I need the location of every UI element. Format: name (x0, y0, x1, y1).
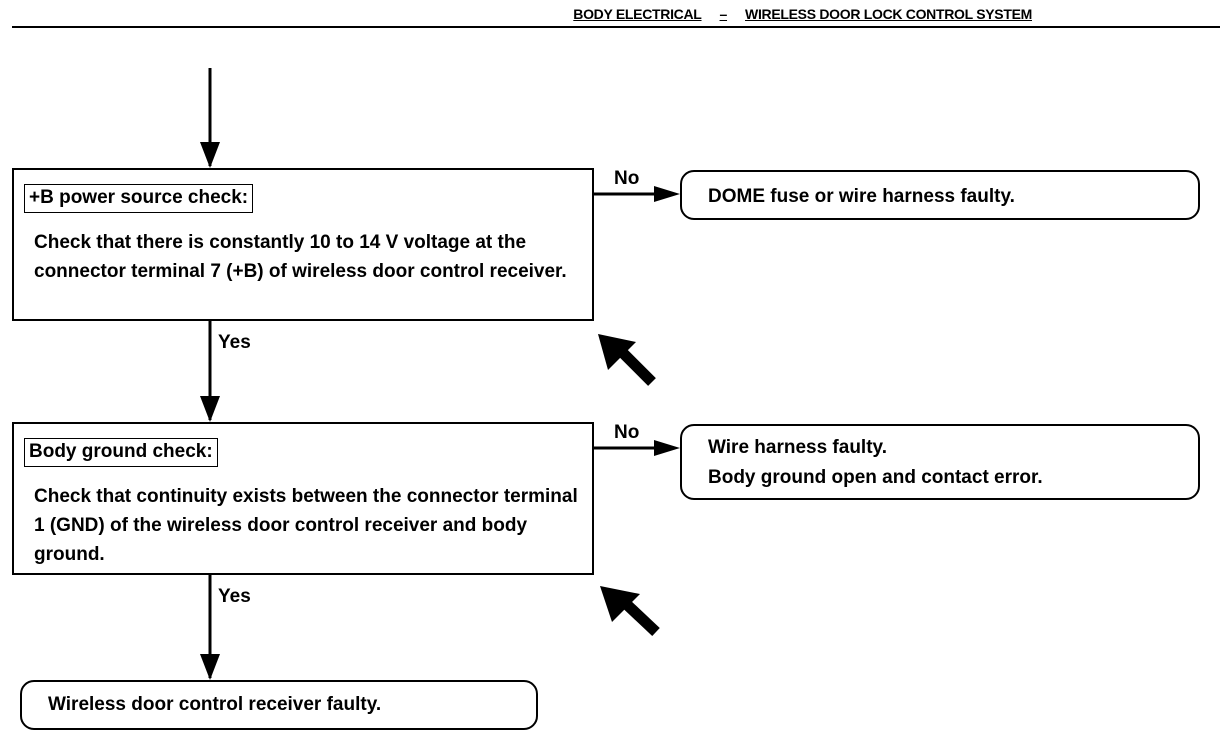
header-section: BODY ELECTRICAL (573, 6, 702, 22)
power-source-check-box: +B power source check: Check that there … (12, 168, 594, 321)
power-source-check-title: +B power source check: (24, 184, 254, 213)
result-line: Wireless door control receiver faulty. (48, 694, 382, 715)
body-ground-check-box: Body ground check: Check that continuity… (12, 422, 594, 575)
yes-label-2: Yes (218, 586, 251, 607)
entry-arrowhead (200, 142, 220, 168)
header-system: WIRELESS DOOR LOCK CONTROL SYSTEM (745, 6, 1032, 22)
result-line: DOME fuse or wire harness faulty. (708, 186, 1015, 207)
header-title: BODY ELECTRICAL – WIRELESS DOOR LOCK CONTR… (573, 6, 1032, 22)
body-ground-check-title: Body ground check: (24, 438, 218, 467)
no-label-1: No (614, 168, 640, 189)
dome-fuse-result-box: DOME fuse or wire harness faulty. (680, 170, 1200, 220)
no-arrowhead-1 (654, 186, 680, 202)
wire-harness-result-box: Wire harness faulty. Body ground open an… (680, 424, 1200, 500)
receiver-faulty-result-box: Wireless door control receiver faulty. (20, 680, 538, 730)
result-line: Wire harness faulty. (708, 437, 887, 458)
yes-arrowhead-1 (200, 396, 220, 422)
result-line: Body ground open and contact error. (708, 467, 1043, 488)
yes-label-1: Yes (218, 332, 251, 353)
yes-arrowhead-2 (200, 654, 220, 680)
pointer-arrow-icon-2 (600, 586, 660, 637)
pointer-arrow-icon-1 (598, 334, 656, 386)
body-ground-check-body: Check that continuity exists between the… (34, 486, 578, 565)
page-header: BODY ELECTRICAL – WIRELESS DOOR LOCK CONTR… (12, 0, 1220, 28)
no-label-2: No (614, 422, 640, 443)
no-arrowhead-2 (654, 440, 680, 456)
power-source-check-body: Check that there is constantly 10 to 14 … (34, 232, 567, 282)
header-separator: – (719, 6, 728, 22)
